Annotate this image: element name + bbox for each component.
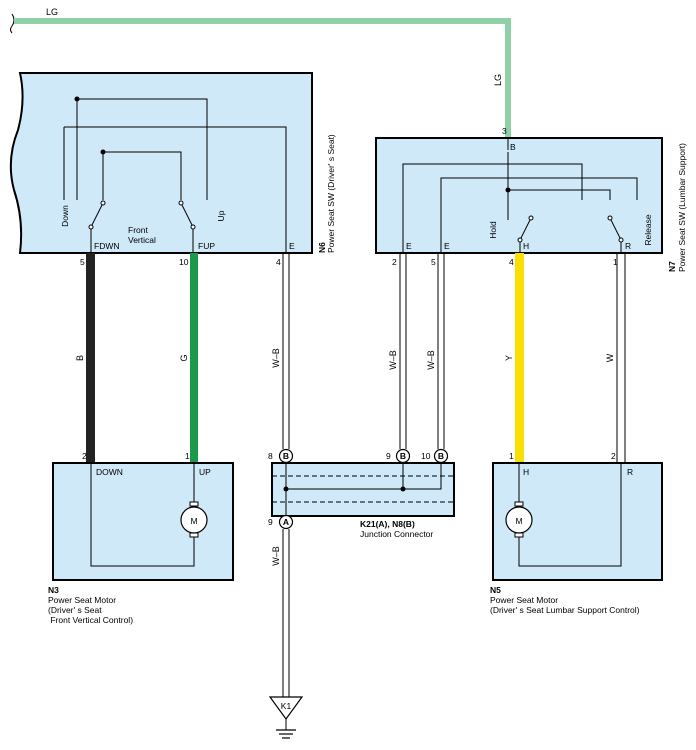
ground-wire: W–B K1 — [268, 529, 304, 739]
wire-label-w: W — [605, 353, 615, 362]
jc-top-letter-10: B — [438, 451, 444, 461]
n7-name: Power Seat SW (Lumbar Support) — [677, 143, 687, 272]
n7-terminal-r: R — [625, 241, 631, 251]
jc-top-pin-8: 8 — [268, 451, 273, 461]
n3-name-line1: Power Seat Motor — [48, 595, 116, 605]
n3-pin-1: 1 — [185, 451, 190, 461]
n3-terminal-down: DOWN — [96, 467, 123, 477]
n7-top-pin: 3 — [502, 126, 507, 136]
wire-label-lg-top: LG — [46, 7, 58, 17]
n6-terminal-e: E — [289, 241, 295, 251]
n6-power-seat-switch: Down Up Front Vertical FDWN FUP E N6 Pow… — [9, 72, 336, 254]
n7-terminal-e2: E — [444, 241, 450, 251]
n3-code: N3 — [48, 585, 59, 595]
wire-label-g: G — [179, 354, 189, 361]
n7-code: N7 — [667, 261, 677, 272]
wire-label-wb-n7-2: W–B — [388, 350, 398, 370]
n6-switch-up-label: Up — [216, 210, 226, 221]
ground-connector-icon — [268, 696, 304, 721]
n6-pin-5: 5 — [80, 257, 85, 267]
n7-pin-4: 4 — [509, 257, 514, 267]
n3-power-seat-motor: M 2 1 DOWN UP N3 Power Seat Motor (Drive… — [48, 451, 234, 625]
n5-power-seat-motor: M 1 2 H R N5 Power Seat Motor (Driver' s… — [490, 451, 663, 615]
n6-name: Power Seat SW (Driver' s Seat) — [326, 134, 336, 253]
n7-terminal-h: H — [523, 241, 529, 251]
wire-label-lg-vertical: LG — [493, 74, 503, 86]
n5-terminal-r: R — [627, 467, 633, 477]
n5-name-line2: (Driver' s Seat Lumbar Support Control) — [490, 605, 640, 615]
n7-pin-5: 5 — [431, 257, 436, 267]
n3-motor-symbol: M — [190, 516, 197, 526]
n5-pin-1: 1 — [509, 451, 514, 461]
n7-wires: 2 5 4 1 W–B W–B Y W — [388, 253, 626, 463]
wire-label-y: Y — [504, 355, 514, 361]
n7-switch-release-label: Release — [643, 214, 653, 245]
n7-pin-1: 1 — [613, 257, 618, 267]
jc-bottom-pin: 9 — [268, 517, 273, 527]
lg-supply-wire: LG LG — [10, 7, 511, 138]
junction-connector: B B B 8 9 10 A 9 K21(A), N8(B) Junction … — [268, 448, 455, 539]
n6-terminal-fdwn: FDWN — [94, 241, 120, 251]
n5-name-line1: Power Seat Motor — [490, 595, 558, 605]
n6-switch-down-label: Down — [60, 205, 70, 227]
n3-terminal-up: UP — [199, 467, 211, 477]
n5-terminal-h: H — [523, 467, 529, 477]
jc-bottom-letter: A — [283, 517, 289, 527]
n5-motor-icon — [505, 506, 533, 534]
n6-code: N6 — [317, 242, 327, 253]
n6-wires: 5 10 4 B G W–B — [75, 253, 290, 463]
jc-code: K21(A), N8(B) — [360, 519, 415, 529]
n3-motor-icon — [180, 506, 208, 534]
n5-code: N5 — [490, 585, 501, 595]
ground-code: K1 — [281, 701, 292, 711]
n7-switch-hold-label: Hold — [488, 221, 498, 239]
wire-label-wb-ground: W–B — [271, 546, 281, 566]
jc-top-pin-9: 9 — [386, 451, 391, 461]
n7-lumbar-switch: 3 B Hold Release E E H R N7 Power Seat S… — [375, 126, 687, 272]
wire-label-wb-n6: W–B — [271, 348, 281, 368]
n7-terminal-e1: E — [406, 241, 412, 251]
n3-name-line3: Front Vertical Control) — [48, 615, 133, 625]
jc-top-pin-10: 10 — [421, 451, 431, 461]
n6-switch-label-line2: Vertical — [128, 235, 156, 245]
n6-pin-4: 4 — [276, 257, 281, 267]
jc-top-letter-9: B — [400, 451, 406, 461]
jc-name: Junction Connector — [360, 529, 433, 539]
jc-top-letter-8: B — [283, 451, 289, 461]
n3-name-line2: (Driver' s Seat — [48, 605, 102, 615]
wire-label-b: B — [75, 355, 85, 361]
wire-label-wb-n7-5: W–B — [426, 350, 436, 370]
n6-terminal-fup: FUP — [198, 241, 215, 251]
n3-pin-2: 2 — [82, 451, 87, 461]
n5-pin-2: 2 — [611, 451, 616, 461]
n5-motor-symbol: M — [515, 516, 522, 526]
n7-pin-2: 2 — [392, 257, 397, 267]
n6-pin-10: 10 — [179, 257, 189, 267]
n7-terminal-b: B — [510, 142, 516, 152]
n6-switch-label-line1: Front — [128, 225, 148, 235]
